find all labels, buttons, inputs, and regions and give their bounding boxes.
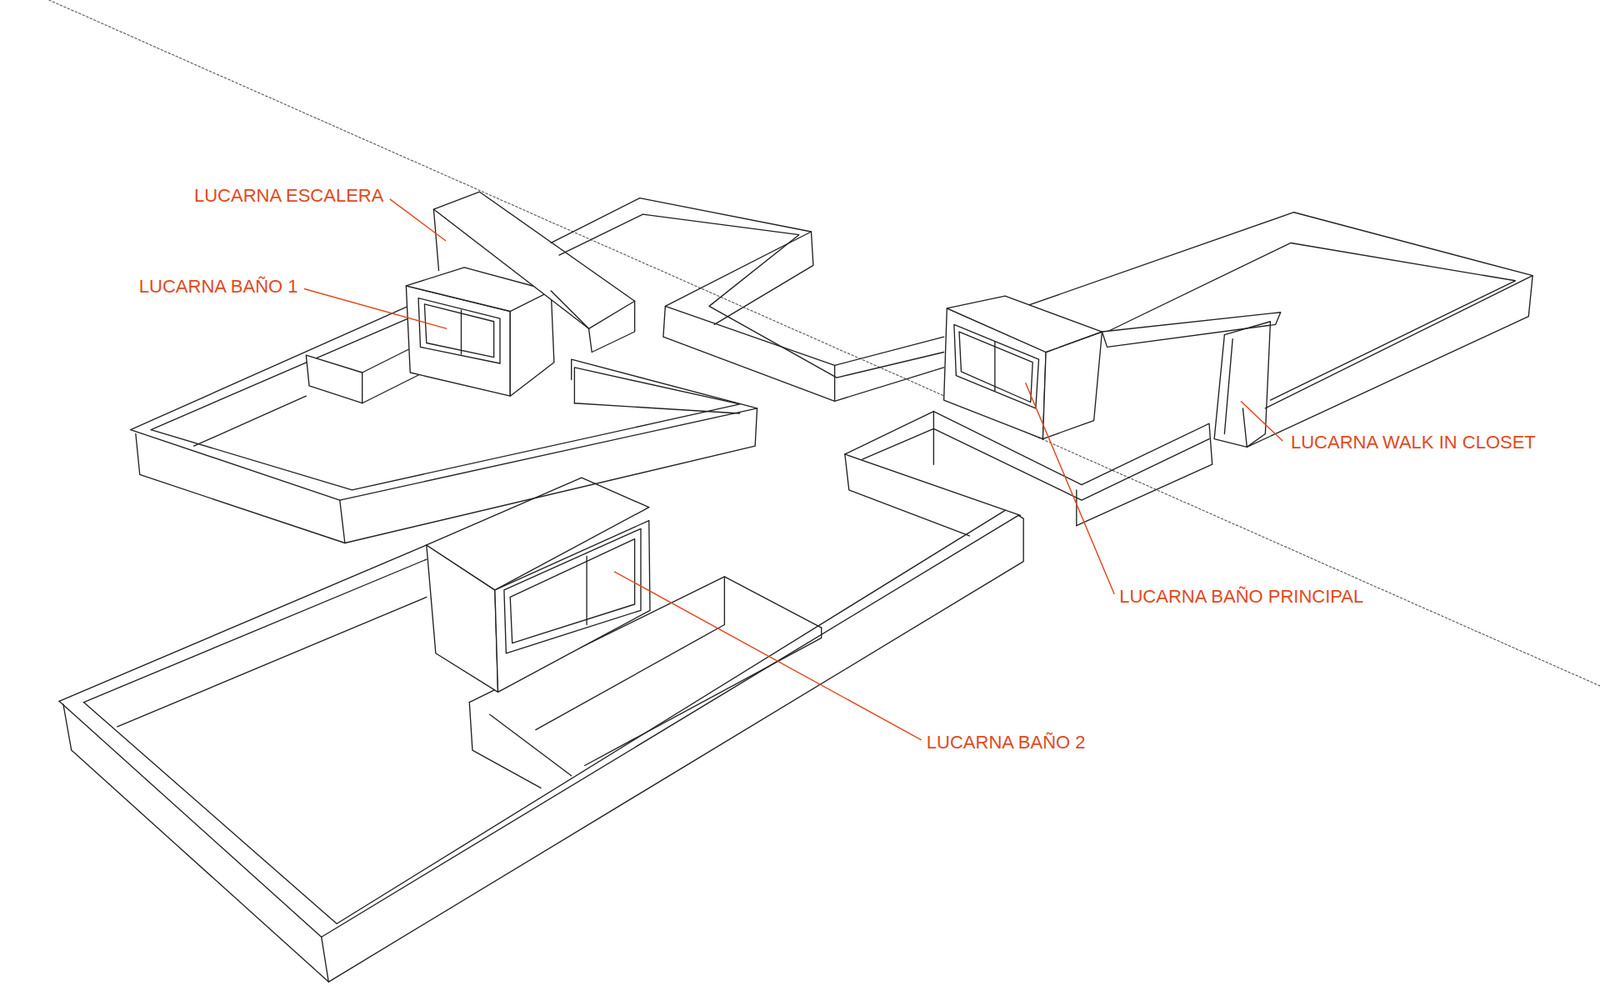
callout-label: LUCARNA BAÑO 2 (926, 731, 1086, 754)
leader-line (1240, 400, 1283, 441)
callout-label: LUCARNA WALK IN CLOSET (1290, 431, 1536, 454)
leader-line (304, 289, 447, 330)
leader-line (614, 571, 922, 740)
callout-label: LUCARNA ESCALERA (194, 185, 384, 207)
leader-line (1025, 382, 1115, 595)
callout-label: LUCARNA BAÑO PRINCIPAL (1119, 585, 1364, 608)
callout-label: LUCARNA BAÑO 1 (139, 275, 299, 298)
leader-line (390, 199, 446, 241)
